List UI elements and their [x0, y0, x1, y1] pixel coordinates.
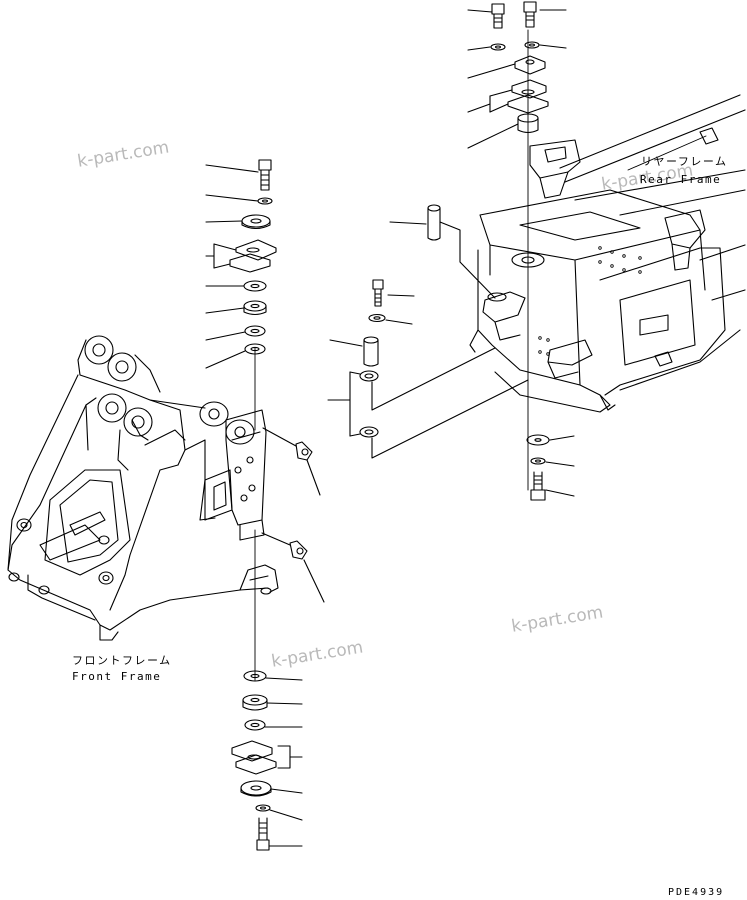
rear-bottom-fastener-stack [526, 434, 575, 501]
front-bottom-fastener-stack [231, 670, 303, 851]
grease-fittings [261, 427, 325, 603]
front-frame-label-en: Front Frame [72, 670, 162, 683]
rear-frame-label-jp: リヤーフレーム [641, 155, 728, 168]
rear-frame-label-en: Rear Frame [640, 173, 722, 186]
front-frame-label-jp: フロントフレーム [72, 654, 172, 667]
drawing-code: PDE4939 [668, 887, 725, 898]
front-top-fastener-stack [205, 159, 277, 369]
rear-top-fastener-stack [467, 1, 567, 149]
rear-frame [469, 94, 746, 413]
center-pin-parts [327, 204, 529, 459]
front-frame [7, 335, 279, 641]
